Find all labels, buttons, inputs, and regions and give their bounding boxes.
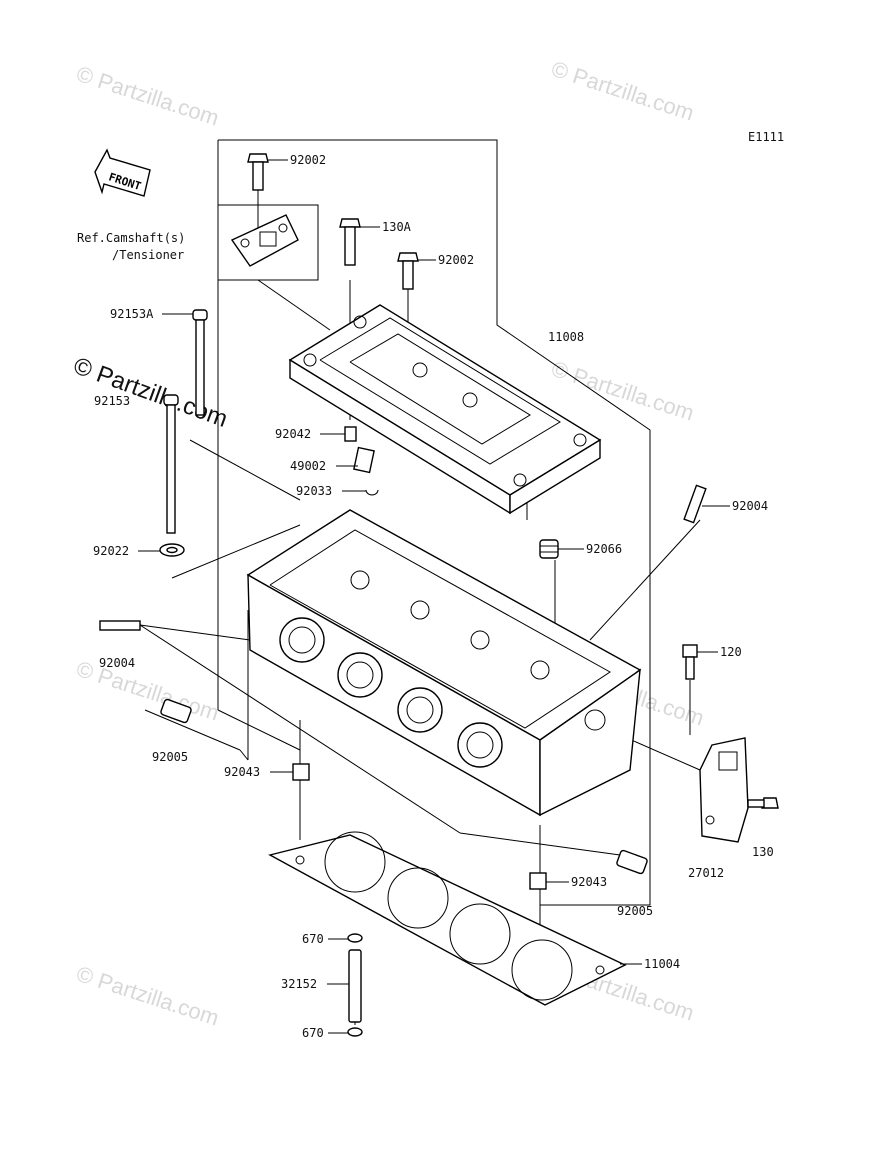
tensioner-49002-icon (353, 446, 375, 474)
label-92153A: 92153A (110, 307, 154, 321)
bolt-92153-icon (163, 394, 179, 534)
label-92043-right: 92043 (571, 875, 607, 889)
label-11004: 11004 (644, 957, 680, 971)
dowel-92043-right-icon (529, 872, 547, 890)
fitting-92005-left-icon (160, 698, 192, 724)
label-670-bottom: 670 (302, 1026, 324, 1040)
ref-note-line2: /Tensioner (112, 248, 184, 262)
part-labels: 92002 130A 92002 92153A 92153 11008 9204… (93, 153, 774, 1040)
camshaft-bracket-icon (230, 214, 299, 267)
bolt-130-icon (747, 797, 779, 809)
label-11008: 11008 (548, 330, 584, 344)
watermark-2: © Partzilla.com (548, 56, 697, 126)
label-32152: 32152 (281, 977, 317, 991)
fitting-92005-right-icon (616, 849, 648, 875)
pipe-32152-icon (348, 949, 362, 1023)
label-92002-top: 92002 (290, 153, 326, 167)
watermark-4: © Partzilla.com (73, 656, 222, 726)
stud-92004-right-icon (683, 484, 707, 524)
watermark-dark: © Partzilla.com (70, 352, 231, 433)
label-92005-left: 92005 (152, 750, 188, 764)
label-92005-right: 92005 (617, 904, 653, 918)
head-gasket-11004-icon (268, 831, 627, 1006)
label-92002-mid: 92002 (438, 253, 474, 267)
stud-92004-left-icon (99, 620, 141, 631)
bracket-27012-icon (699, 737, 749, 843)
oring-670-top-icon (347, 933, 363, 943)
label-130: 130 (752, 845, 774, 859)
label-92066: 92066 (586, 542, 622, 556)
diagram-code: E1111 (748, 130, 784, 144)
label-92153: 92153 (94, 394, 130, 408)
washer-92022-icon (159, 543, 185, 557)
label-49002: 49002 (290, 459, 326, 473)
dowel-92042-icon (344, 426, 357, 442)
camshaft-cap-11008-icon (288, 304, 602, 515)
watermark-1: © Partzilla.com (73, 61, 222, 131)
label-92004-right: 92004 (732, 499, 768, 513)
oring-670-bottom-icon (347, 1027, 363, 1037)
bolt-130A-icon (339, 218, 361, 266)
oring-92033-icon (365, 489, 379, 496)
label-120: 120 (720, 645, 742, 659)
bolt-92002-top-icon (247, 153, 269, 191)
watermark-3: © Partzilla.com (548, 356, 697, 426)
ref-note-line1: Ref.Camshaft(s) (77, 231, 185, 245)
label-92033: 92033 (296, 484, 332, 498)
label-27012: 27012 (688, 866, 724, 880)
plug-92066-icon (539, 539, 559, 559)
label-130A: 130A (382, 220, 412, 234)
bolt-92002-mid-icon (397, 252, 419, 290)
label-92042: 92042 (275, 427, 311, 441)
bolt-120-icon (682, 644, 698, 680)
label-92043-left: 92043 (224, 765, 260, 779)
cylinder-head-icon (246, 509, 642, 817)
dowel-92043-left-icon (292, 763, 310, 781)
label-92004-left: 92004 (99, 656, 135, 670)
watermark-6: © Partzilla.com (73, 961, 222, 1031)
label-670-top: 670 (302, 932, 324, 946)
leader-lines (139, 139, 701, 1025)
bolt-92153A-icon (192, 309, 208, 416)
label-92022: 92022 (93, 544, 129, 558)
front-arrow-icon: FRONT (94, 148, 151, 197)
